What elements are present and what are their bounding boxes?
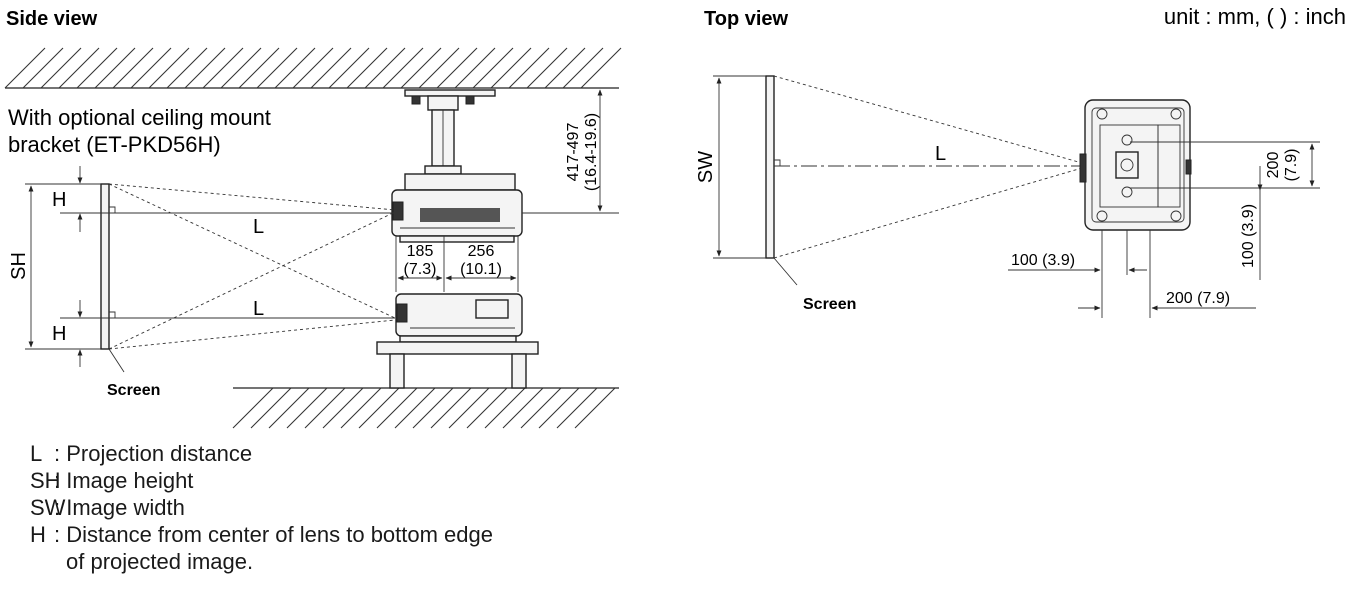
- top-screen-label: Screen: [803, 296, 856, 313]
- top-dimension-sw: [713, 75, 766, 259]
- side-label-h-lower: H: [52, 323, 66, 345]
- legend-row-h: H : Distance from center of lens to bott…: [30, 521, 493, 548]
- bracket-label-line1: With optional ceiling mount: [8, 105, 271, 130]
- side-dim-mount-in: (16.4-19.6): [583, 113, 600, 191]
- top-screen: [765, 75, 798, 286]
- ceiling-hatch: [4, 47, 622, 89]
- top-view-title: Top view: [704, 8, 789, 30]
- projector-top-view: [1079, 99, 1192, 231]
- legend-row-sw: SW : Image width: [30, 494, 493, 521]
- top-dim-100-horizontal: 100 (3.9): [1011, 252, 1075, 269]
- side-dim-256-mm: 256: [468, 243, 495, 260]
- side-view-title: Side view: [6, 8, 98, 30]
- legend-text: : Projection distance: [54, 441, 253, 466]
- legend-text: : Image height: [54, 468, 194, 493]
- legend: L : Projection distance SH : Image heigh…: [30, 440, 493, 575]
- side-dim-mount-mm: 417-497: [565, 123, 582, 182]
- legend-row-l: L : Projection distance: [30, 440, 493, 467]
- top-dim-200-in: (7.9): [1283, 149, 1300, 182]
- side-dim-256-in: (10.1): [460, 261, 502, 278]
- side-dim-185-mm: 185: [407, 243, 434, 260]
- side-label-l-upper: L: [253, 216, 264, 238]
- legend-key: SW: [30, 495, 66, 520]
- side-projection-beams: [88, 183, 396, 350]
- top-projection-beams: [773, 75, 1085, 259]
- projector-ceiling-mounted: [391, 189, 523, 243]
- legend-text: : Distance from center of lens to bottom…: [54, 522, 494, 547]
- legend-row-h-cont: of projected image.: [30, 548, 493, 575]
- legend-row-sh: SH : Image height: [30, 467, 493, 494]
- legend-text: : Image width: [54, 495, 185, 520]
- legend-key: [30, 548, 54, 575]
- side-screen-label: Screen: [107, 382, 160, 399]
- side-label-l-lower: L: [253, 298, 264, 320]
- legend-text: of projected image.: [66, 549, 254, 574]
- side-label-h-upper: H: [52, 189, 66, 211]
- side-dim-185-in: (7.3): [404, 261, 437, 278]
- units-note: unit : mm, ( ) : inch: [1164, 4, 1346, 29]
- ceiling-mount-bracket: [404, 89, 516, 191]
- legend-key: H: [30, 522, 46, 547]
- top-dimension-horizontal: [1008, 230, 1256, 318]
- bracket-label-line2: bracket (ET-PKD56H): [8, 132, 221, 157]
- side-dimension-mount-height: [522, 89, 619, 214]
- legend-key: L: [30, 441, 43, 466]
- top-dim-200-mm: 200: [1265, 152, 1282, 179]
- top-dimension-200-vertical: [1130, 141, 1320, 280]
- side-screen: [100, 183, 125, 373]
- side-label-sh: SH: [8, 252, 30, 280]
- floor-hatch: [232, 387, 619, 429]
- top-label-l: L: [935, 143, 946, 165]
- top-dim-200-horizontal: 200 (7.9): [1166, 290, 1230, 307]
- top-dim-100-vertical: 100 (3.9): [1240, 204, 1257, 268]
- side-dimension-lens-offsets: [395, 236, 519, 292]
- top-label-sw: SW: [695, 151, 717, 183]
- side-dimension-h-sh: [25, 166, 101, 367]
- projector-floor-placed: [395, 293, 523, 343]
- projector-stand: [376, 341, 539, 389]
- legend-key: SH: [30, 468, 61, 493]
